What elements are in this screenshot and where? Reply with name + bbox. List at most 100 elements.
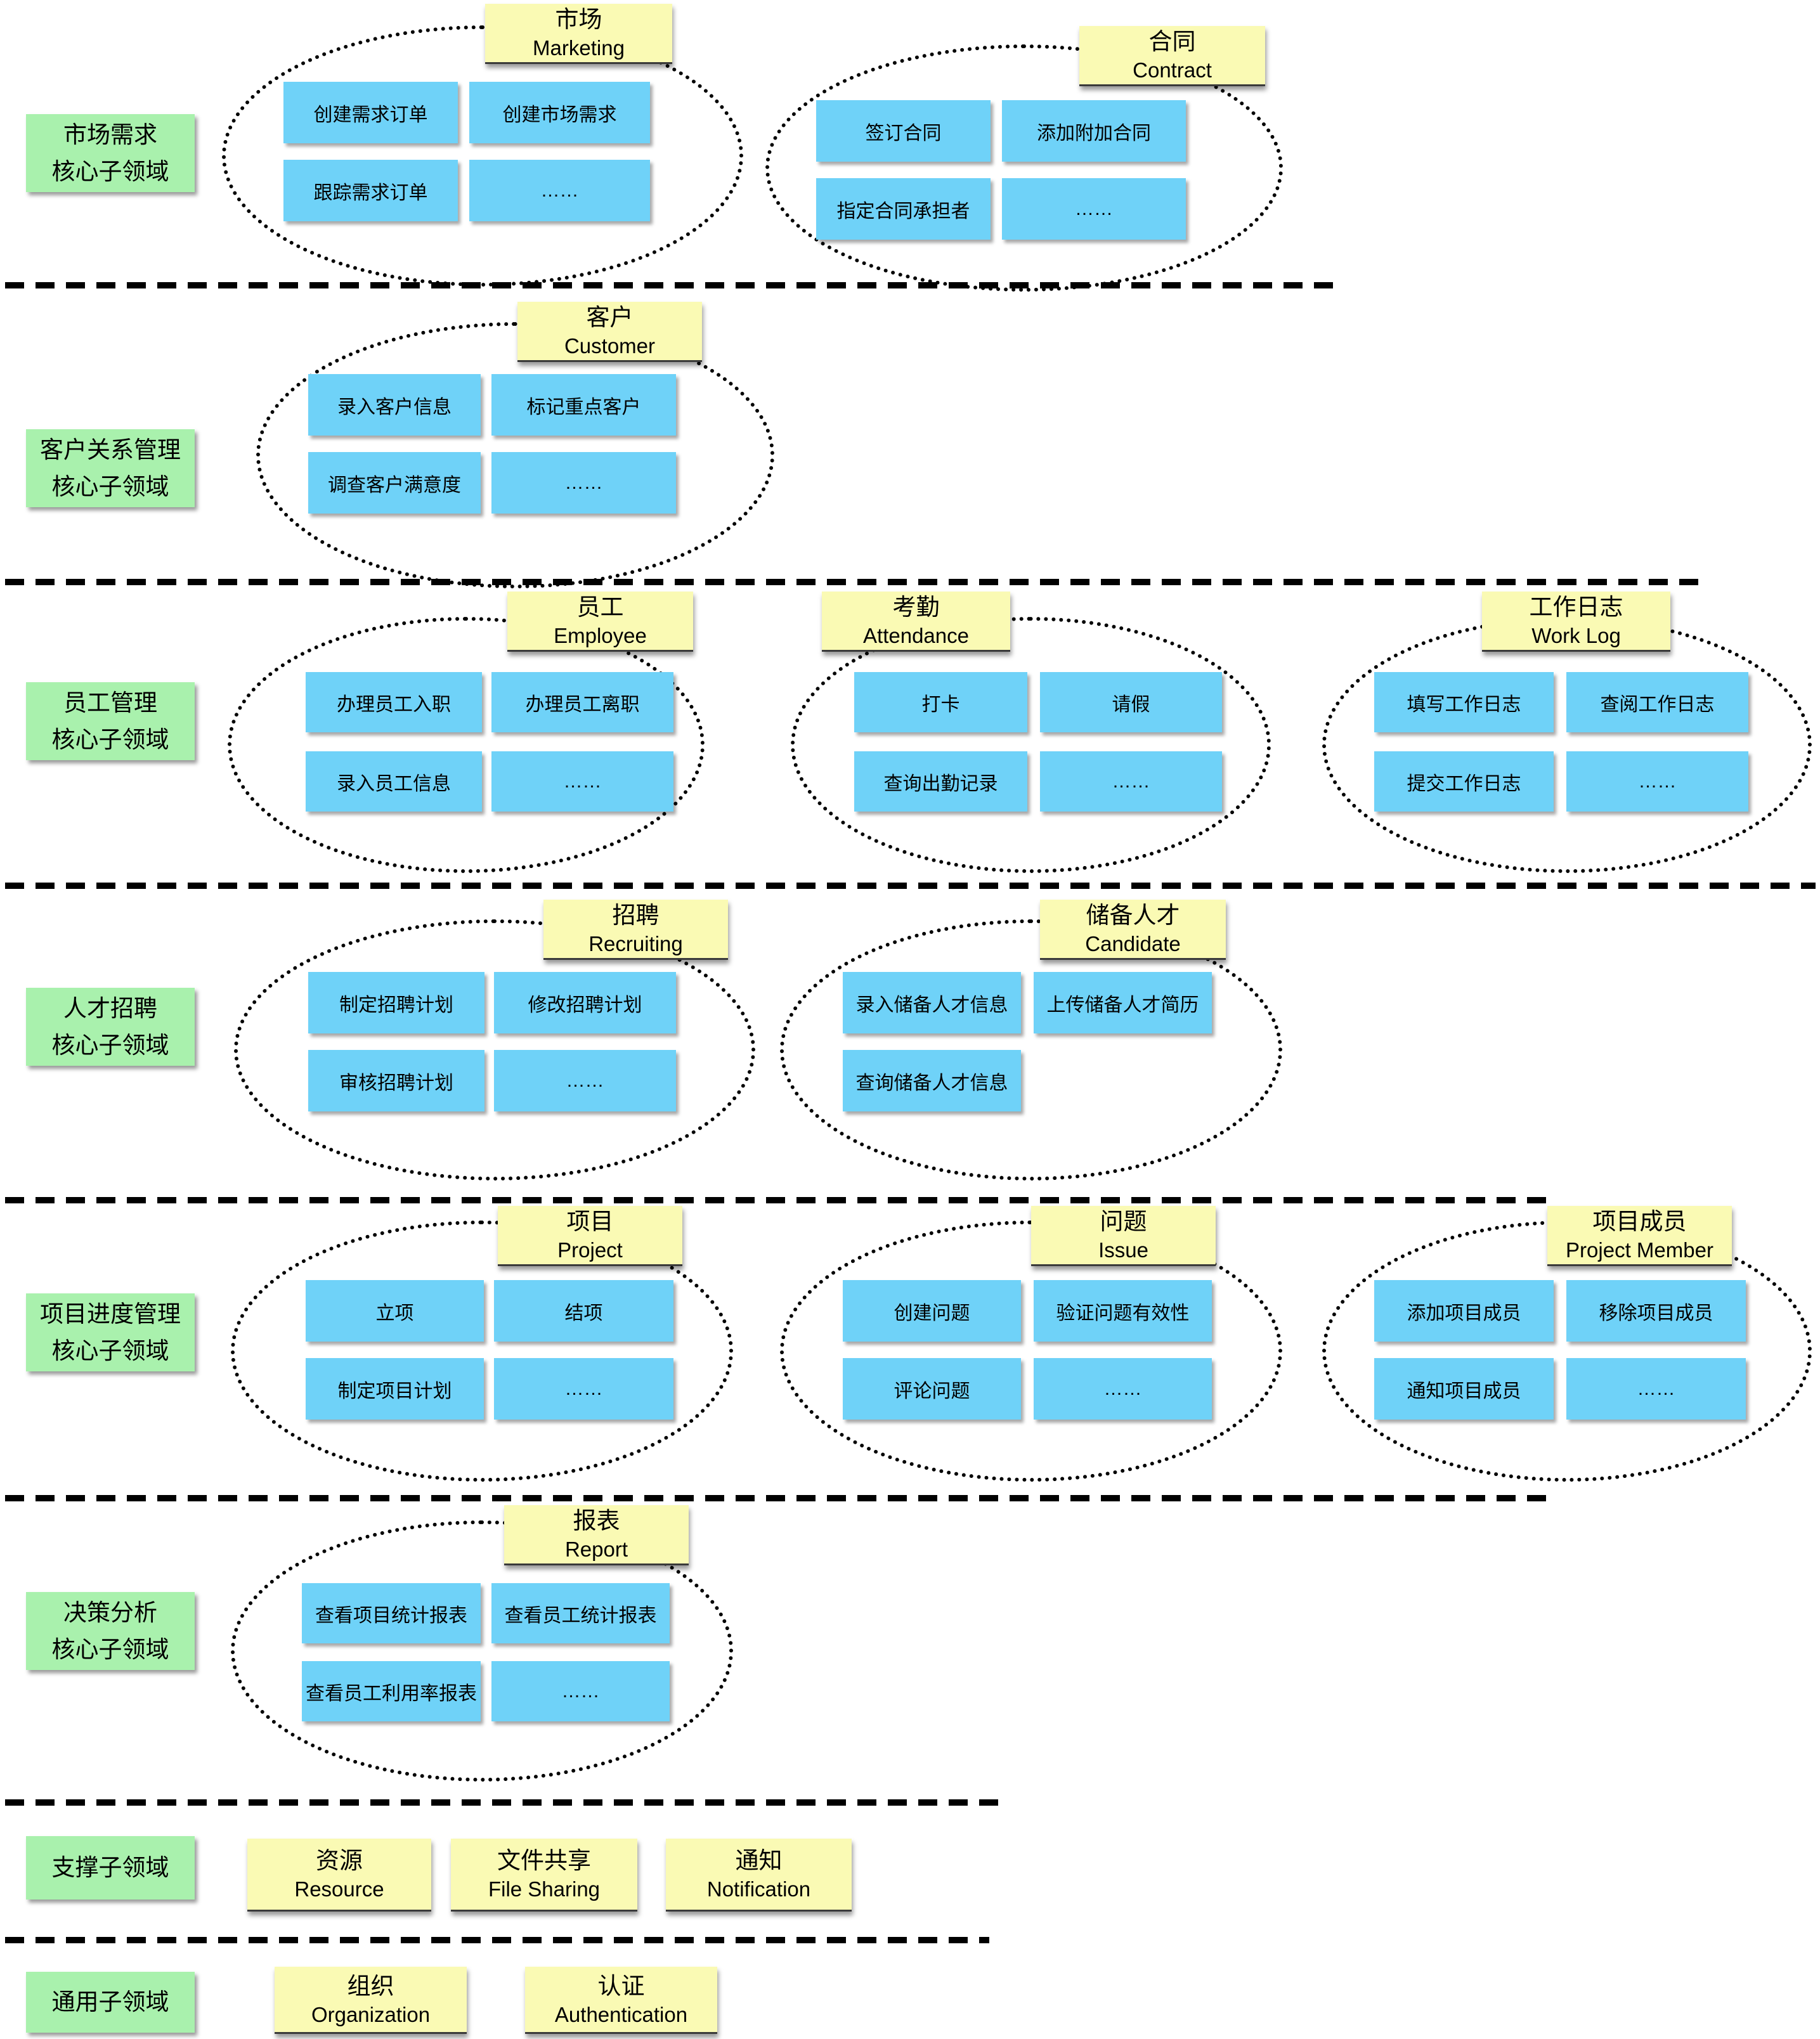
domain-card-organization: 组织 Organization [275, 1967, 467, 2034]
usecase-add-project-member: 添加项目成员 [1374, 1280, 1554, 1342]
usecase-more-employee: …… [491, 751, 673, 812]
subdomain-label-line2: 核心子领域 [51, 1636, 169, 1662]
domain-name-en: Attendance [863, 624, 969, 648]
domain-name-zh: 工作日志 [1529, 594, 1623, 621]
subdomain-label-line1: 决策分析 [63, 1600, 157, 1626]
domain-name-zh: 项目 [566, 1208, 614, 1235]
domain-name-en: Customer [564, 334, 656, 358]
domain-name-zh: 资源 [316, 1848, 363, 1874]
usecase-more-project-member: …… [1566, 1358, 1746, 1420]
subdomain-label-line2: 核心子领域 [51, 726, 169, 753]
usecase-review-recruiting-plan: 审核招聘计划 [308, 1050, 484, 1111]
usecase-make-recruiting-plan: 制定招聘计划 [308, 972, 484, 1033]
usecase-enter-candidate-info: 录入储备人才信息 [843, 972, 1021, 1033]
domain-card-issue: 问题 Issue [1031, 1206, 1216, 1266]
usecase-add-supplementary-contract: 添加附加合同 [1002, 100, 1186, 162]
domain-name-en: Recruiting [588, 932, 683, 956]
usecase-comment-issue: 评论问题 [843, 1358, 1021, 1420]
domain-card-customer: 客户 Customer [517, 302, 702, 362]
usecase-more-issue: …… [1034, 1358, 1212, 1420]
usecase-more-marketing: …… [469, 160, 650, 221]
usecase-submit-work-log: 提交工作日志 [1374, 751, 1554, 812]
usecase-more-customer: …… [491, 452, 676, 514]
domain-name-en: Report [564, 1537, 628, 1562]
usecase-more-work-log: …… [1566, 751, 1748, 812]
domain-name-zh: 客户 [586, 304, 634, 331]
usecase-enter-employee-info: 录入员工信息 [306, 751, 482, 812]
usecase-more-project: …… [494, 1358, 673, 1420]
domain-card-project-member: 项目成员 Project Member [1547, 1206, 1732, 1266]
domain-card-contract: 合同 Contract [1079, 26, 1265, 86]
domain-name-en: Candidate [1085, 932, 1181, 956]
subdomain-label-line1: 项目进度管理 [40, 1301, 181, 1328]
usecase-more-recruiting: …… [494, 1050, 676, 1111]
usecase-sign-contract: 签订合同 [816, 100, 991, 162]
row-separator-6 [5, 1799, 1006, 1806]
usecase-make-project-plan: 制定项目计划 [306, 1358, 484, 1420]
usecase-query-attendance-records: 查询出勤记录 [854, 751, 1027, 812]
usecase-notify-project-member: 通知项目成员 [1374, 1358, 1554, 1420]
domain-name-en: Contract [1133, 58, 1212, 82]
subdomain-label-line1: 市场需求 [63, 122, 157, 148]
domain-card-report: 报表 Report [504, 1505, 689, 1565]
context-boundary-recruiting [234, 919, 755, 1181]
domain-card-notification: 通知 Notification [666, 1839, 852, 1912]
context-boundary-customer [256, 322, 774, 588]
usecase-query-candidate-info: 查询储备人才信息 [843, 1050, 1021, 1111]
usecase-view-project-stats-report: 查看项目统计报表 [302, 1583, 481, 1643]
context-boundary-work-log [1322, 617, 1812, 873]
domain-name-en: Employee [554, 624, 647, 648]
subdomain-label-line1: 员工管理 [63, 690, 157, 716]
usecase-create-issue: 创建问题 [843, 1280, 1021, 1342]
usecase-track-demand-order: 跟踪需求订单 [283, 160, 458, 221]
domain-card-recruiting: 招聘 Recruiting [543, 900, 728, 960]
subdomain-label-line2: 核心子领域 [51, 1337, 169, 1364]
usecase-verify-issue-validity: 验证问题有效性 [1034, 1280, 1212, 1342]
domain-name-en: Work Log [1531, 624, 1621, 648]
domain-name-zh: 组织 [347, 1972, 394, 1999]
domain-name-en: Project Member [1566, 1238, 1713, 1262]
subdomain-label-line1: 支撑子领域 [51, 1855, 169, 1881]
domain-name-zh: 认证 [597, 1972, 645, 1999]
domain-name-zh: 问题 [1100, 1208, 1147, 1235]
row-separator-3 [5, 883, 1816, 889]
subdomain-customer-relationship: 客户关系管理 核心子领域 [26, 429, 195, 507]
context-boundary-marketing [222, 25, 743, 287]
domain-name-en: Marketing [533, 36, 625, 60]
domain-name-zh: 市场 [555, 6, 602, 33]
domain-name-en: Organization [311, 2002, 431, 2026]
domain-card-project: 项目 Project [498, 1206, 682, 1266]
subdomain-label-line1: 客户关系管理 [40, 437, 181, 463]
subdomain-employee-management: 员工管理 核心子领域 [26, 682, 195, 760]
domain-name-en: Notification [706, 1877, 811, 1901]
row-separator-5 [5, 1495, 1549, 1501]
usecase-employee-onboarding: 办理员工入职 [306, 672, 482, 732]
context-boundary-attendance [791, 617, 1271, 873]
usecase-create-market-demand: 创建市场需求 [469, 82, 650, 143]
domain-name-zh: 通知 [735, 1848, 783, 1874]
subdomain-project-progress: 项目进度管理 核心子领域 [26, 1293, 195, 1371]
domain-name-zh: 合同 [1148, 29, 1196, 55]
usecase-more-contract: …… [1002, 178, 1186, 240]
row-separator-2 [5, 579, 1703, 585]
domain-card-file-sharing: 文件共享 File Sharing [451, 1839, 637, 1912]
usecase-assign-contract-undertaker: 指定合同承担者 [816, 178, 991, 240]
domain-card-authentication: 认证 Authentication [525, 1967, 717, 2034]
subdomain-label-line2: 核心子领域 [51, 473, 169, 500]
subdomain-generic: 通用子领域 [26, 1972, 195, 2033]
subdomain-label-line1: 人才招聘 [63, 995, 157, 1022]
row-separator-1 [5, 282, 1334, 288]
usecase-more-report: …… [491, 1661, 670, 1721]
usecase-review-work-log: 查阅工作日志 [1566, 672, 1748, 732]
domain-card-marketing: 市场 Marketing [485, 4, 672, 64]
usecase-view-employee-stats-report: 查看员工统计报表 [491, 1583, 670, 1643]
subdomain-talent-recruiting: 人才招聘 核心子领域 [26, 988, 195, 1066]
usecase-remove-project-member: 移除项目成员 [1566, 1280, 1746, 1342]
usecase-employee-offboarding: 办理员工离职 [491, 672, 673, 732]
domain-card-candidate: 储备人才 Candidate [1040, 900, 1226, 960]
domain-name-en: Issue [1098, 1238, 1148, 1262]
domain-name-en: Resource [294, 1877, 384, 1901]
usecase-project-initiation: 立项 [306, 1280, 484, 1342]
usecase-ask-for-leave: 请假 [1040, 672, 1222, 732]
